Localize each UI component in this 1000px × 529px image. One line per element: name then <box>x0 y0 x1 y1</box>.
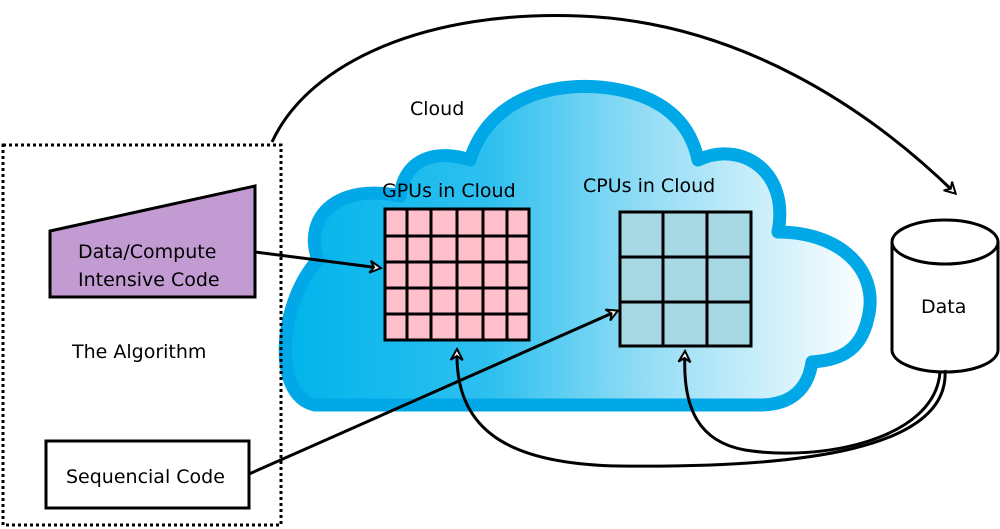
arrow-sequential-to-cpu <box>248 311 617 476</box>
gpu-grid <box>383 207 531 342</box>
sequential-code-label: Sequencial Code <box>66 466 225 488</box>
gpu-label: GPUs in Cloud <box>382 180 516 202</box>
intensive-code-label-line1: Data/Compute <box>78 241 216 263</box>
arrow-data-to-cpu <box>685 352 942 455</box>
arrow-intensive-to-gpu <box>254 250 380 268</box>
data-label: Data <box>921 296 966 318</box>
data-cylinder: Data <box>890 218 1000 374</box>
intensive-code-label-line2: Intensive Code <box>78 269 220 291</box>
cpu-label: CPUs in Cloud <box>583 175 715 197</box>
arrow-data-to-gpu <box>457 350 947 468</box>
cpu-grid <box>618 210 753 348</box>
intensive-code-block: Data/Compute Intensive Code <box>48 184 257 299</box>
arrows <box>248 14 955 476</box>
algorithm-box <box>1 143 283 527</box>
algorithm-label: The Algorithm <box>71 341 206 363</box>
cloud-shape <box>278 79 877 412</box>
cloud-label: Cloud <box>410 98 464 120</box>
arrow-algorithm-to-data <box>270 14 955 193</box>
sequential-code-block: Sequencial Code <box>44 439 251 510</box>
